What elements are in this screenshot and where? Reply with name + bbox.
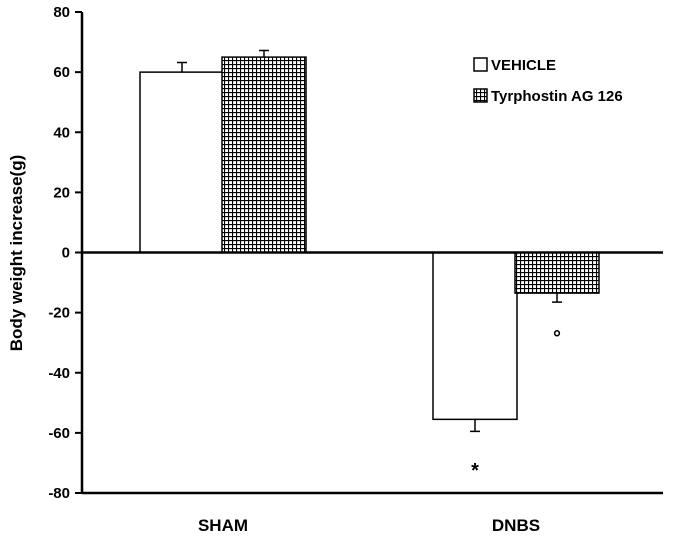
category-labels: SHAM DNBS	[198, 516, 540, 535]
category-label-sham: SHAM	[198, 516, 248, 535]
y-tick-label: 40	[53, 124, 70, 141]
bar-dnbs-0	[432, 251, 518, 421]
legend-swatch	[473, 57, 488, 72]
bar-sham-1	[221, 56, 307, 254]
y-axis-ticks: -80 -60 -40 -20 0 20 40 60 80	[48, 4, 82, 502]
y-tick-label: 60	[53, 64, 70, 81]
significance-marker: °	[553, 328, 561, 350]
significance-markers: *°	[471, 328, 561, 482]
axes	[80, 12, 663, 495]
y-tick-label: 20	[53, 184, 70, 201]
bar-dnbs-1	[514, 251, 600, 294]
y-tick-label: -40	[48, 365, 70, 382]
legend: VEHICLE Tyrphostin AG 126	[473, 57, 623, 105]
category-label-dnbs: DNBS	[492, 516, 540, 535]
y-tick-label: 0	[62, 245, 70, 262]
y-tick-label: 80	[53, 4, 70, 21]
bar-sham-0	[139, 71, 225, 254]
significance-marker: *	[471, 460, 479, 482]
error-bars	[177, 49, 562, 433]
legend-label: Tyrphostin AG 126	[491, 88, 623, 105]
y-tick-label: -60	[48, 425, 70, 442]
bars	[139, 56, 600, 421]
legend-label: VEHICLE	[491, 57, 556, 74]
y-axis-label: Body weight increase(g)	[7, 155, 26, 351]
y-tick-label: -80	[48, 485, 70, 502]
legend-swatch	[473, 88, 488, 103]
y-tick-label: -20	[48, 305, 70, 322]
